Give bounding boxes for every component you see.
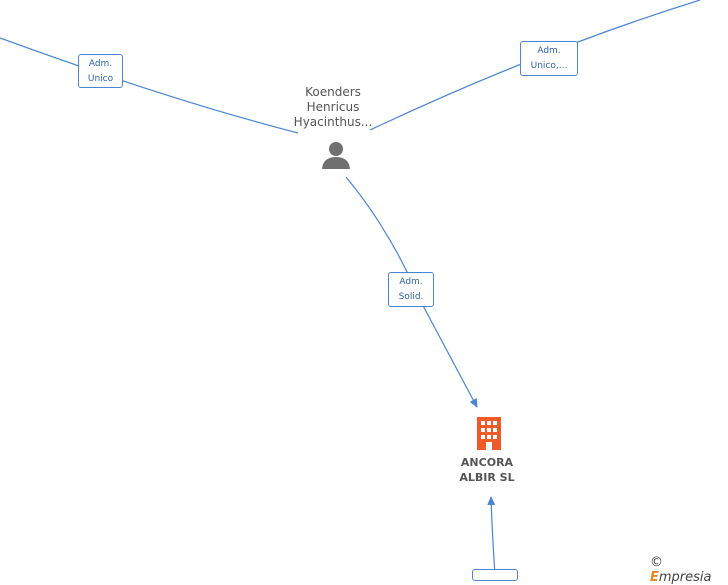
company-name[interactable]: ANCORA ALBIR SL — [459, 456, 515, 484]
copyright-icon: © — [650, 555, 663, 570]
role-badge-right[interactable]: Adm. Unico,... — [520, 41, 578, 76]
role-badge-left[interactable]: Adm. Unico — [78, 54, 123, 88]
building-icon[interactable] — [474, 416, 504, 450]
role-badge-center[interactable]: Adm. Solid. — [388, 272, 434, 307]
role-badge-bottom[interactable] — [472, 569, 518, 581]
empresia-logo: © Empresia — [650, 555, 728, 585]
brand-name: mpresia — [658, 570, 712, 585]
person-icon[interactable] — [321, 140, 351, 170]
edge-left — [0, 37, 299, 134]
person-name[interactable]: Koenders Henricus Hyacinthus... — [293, 85, 373, 129]
brand-initial: E — [650, 570, 659, 585]
edge-bottom-to-company — [487, 496, 496, 575]
